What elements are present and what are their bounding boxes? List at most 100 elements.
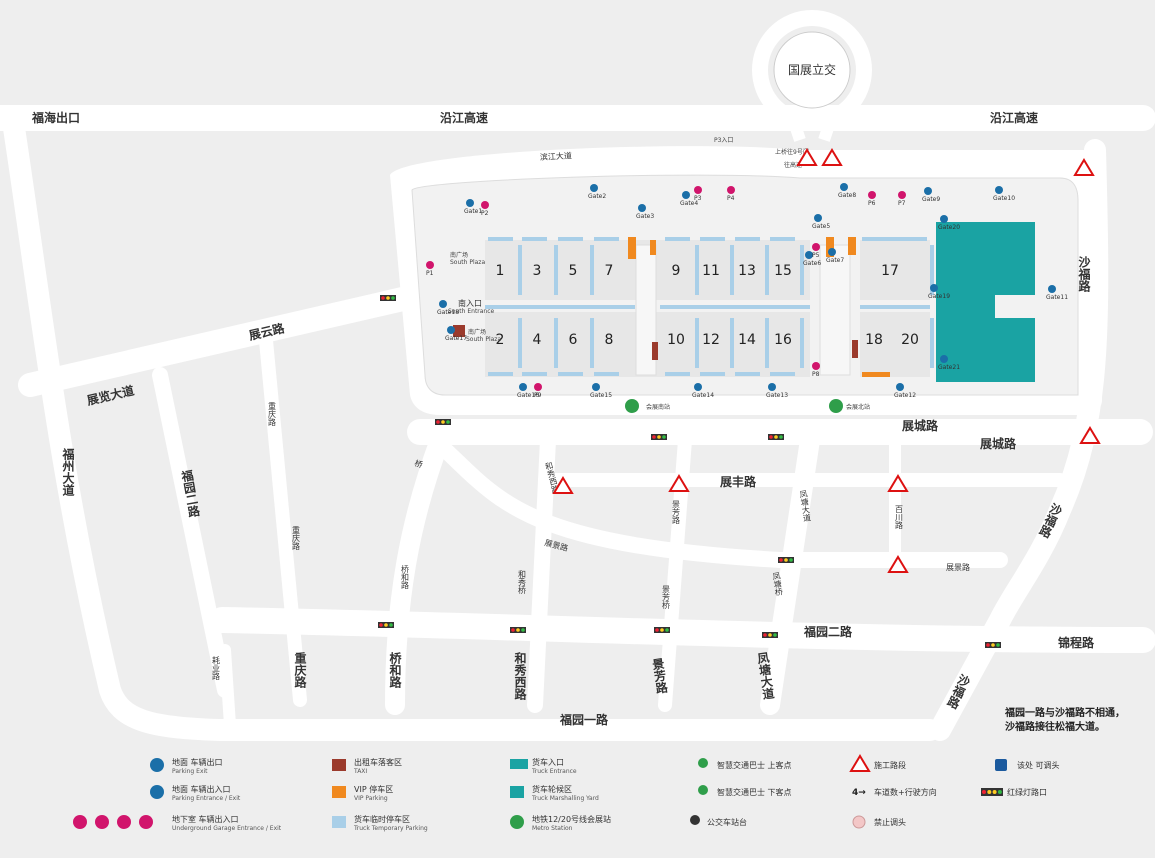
legend-label: 公交车站台 <box>707 817 747 827</box>
interchange: 国展立交 <box>752 10 872 142</box>
metro-icon <box>625 399 639 413</box>
parking-label-p1: P1 <box>426 270 434 277</box>
road-label-fuyuan1: 福园一路 <box>559 712 609 727</box>
legend-label-en: Metro Station <box>532 825 573 832</box>
note-line-1: 福园一路与沙福路不相通， <box>1004 706 1125 719</box>
legend-item-construction: 施工路段 <box>849 754 906 772</box>
north-station-label: 会展北站 <box>846 403 870 411</box>
road-label-zhancheng: 展城路 <box>980 436 1017 451</box>
vip-parking-icon <box>332 786 346 798</box>
underground-garage-icon <box>694 186 702 194</box>
gate-label-11: Gate11 <box>1046 294 1068 301</box>
underground-garage-icon <box>426 261 434 269</box>
vip-parking <box>862 372 890 377</box>
hall-4-label: 4 <box>533 332 542 348</box>
hall-13-label: 13 <box>738 263 756 279</box>
hall-12-label: 12 <box>702 332 720 348</box>
traffic-light-icon <box>778 557 794 563</box>
gate-label-4: Gate4 <box>680 200 698 207</box>
road-label-hexiu-lower: 和秀西路 <box>513 651 527 701</box>
road-label-chongqing-lower: 重庆路 <box>293 651 307 689</box>
road-label-qiaohe-lower: 桥和路 <box>388 651 402 689</box>
gate-label-7: Gate7 <box>826 257 844 264</box>
truck-marshalling-yard-icon <box>510 786 524 798</box>
legend-item-bus-pickup: 智慧交通巴士 上客点 <box>698 758 792 770</box>
gate-label-15: Gate15 <box>590 392 612 399</box>
parking-exit-icon <box>805 251 813 259</box>
legend-item-uturn: 该处 可调头 <box>995 759 1060 771</box>
traffic-light-icon <box>510 627 526 633</box>
truck-temporary-parking-icon <box>332 816 346 828</box>
gate-label-13: Gate13 <box>766 392 788 399</box>
traffic-light-icon <box>985 642 1001 648</box>
legend-label: 红绿灯路口 <box>1007 787 1047 797</box>
underground-garage-icon <box>898 191 906 199</box>
parking-exit-icon <box>930 284 938 292</box>
legend-label-en: Parking Exit <box>172 768 208 775</box>
parking-exit-icon <box>682 191 690 199</box>
road-label-shafu-right: 沙福路 <box>1077 256 1091 293</box>
road-label-jingfang-bridge: 景芳桥 <box>662 585 671 610</box>
south-plaza-label: 南广场 <box>468 328 486 336</box>
taxi-zone <box>652 342 658 360</box>
hall-10-label: 10 <box>667 332 685 348</box>
parking-exit-icon <box>896 383 904 391</box>
vip-parking <box>848 237 856 255</box>
bus-dropoff-icon <box>698 785 708 795</box>
traffic-light-icon <box>768 434 784 440</box>
traffic-light-icon <box>378 622 394 628</box>
lane-direction-icon: 4→ <box>852 788 866 798</box>
road-label-jingfang-lower: 景芳路 <box>650 657 669 696</box>
south-plaza-top-label: 南广场 <box>450 251 468 259</box>
road-label-qiao-upper: 桥 <box>413 458 425 470</box>
construction-markers <box>552 148 1101 573</box>
road-label-qiaohe-upper: 桥和路 <box>401 564 410 589</box>
construction-icon <box>796 148 818 166</box>
construction-icon <box>887 474 909 492</box>
road-note: 福园一路与沙福路不相通， 沙福路接往松福大道。 <box>1004 706 1125 733</box>
gate-label-17: Gate17 <box>445 335 467 342</box>
road-label-zhanjing-right: 展景路 <box>946 562 970 572</box>
legend-label-en: Truck Entrance <box>531 768 577 775</box>
legend-label: 货车轮候区 <box>532 784 572 794</box>
gate-label-2: Gate2 <box>588 193 606 200</box>
parking-label-p6: P6 <box>868 200 876 207</box>
legend-label: 地下室 车辆出入口 <box>172 814 239 824</box>
gate-label-18: Gate18 <box>437 309 459 316</box>
road-label-binjiang: 滨江大道 <box>540 150 572 162</box>
construction-icon <box>1079 426 1101 444</box>
legend-label-en: Underground Garage Entrance / Exit <box>172 825 282 832</box>
road-label-hexiu-bridge: 和秀桥 <box>518 570 527 595</box>
traffic-light-icon <box>981 788 1003 796</box>
legend-label: 地面 车辆出入口 <box>172 784 231 794</box>
legend-label-en: Truck Temporary Parking <box>353 825 428 832</box>
road-label-fuhai-exit: 福海出口 <box>31 110 80 125</box>
legend-label: 货车入口 <box>532 757 564 767</box>
legend-item-lane-direction: 4→车道数+行驶方向 <box>852 787 937 798</box>
road-label-zhancheng-upper: 展城路 <box>902 418 939 433</box>
hall-1-label: 1 <box>496 263 505 279</box>
vip-parking <box>628 237 636 259</box>
gate-label-12: Gate12 <box>894 392 916 399</box>
parking-exit-icon <box>995 186 1003 194</box>
gate-label-6: Gate6 <box>803 260 821 267</box>
parking-exit-icon <box>519 383 527 391</box>
parking-exit-icon <box>447 326 455 334</box>
parking-exit-icon <box>592 383 600 391</box>
road-label-haoye: 耗业路 <box>212 656 221 680</box>
parking-label-p5: P5 <box>812 252 820 259</box>
taxi-icon <box>332 759 346 771</box>
construction-icon <box>668 474 690 492</box>
bus-pickup-icon <box>698 758 708 768</box>
gate-label-14: Gate14 <box>692 392 714 399</box>
construction-icon <box>1073 158 1095 176</box>
underground-garage-icon <box>534 383 542 391</box>
